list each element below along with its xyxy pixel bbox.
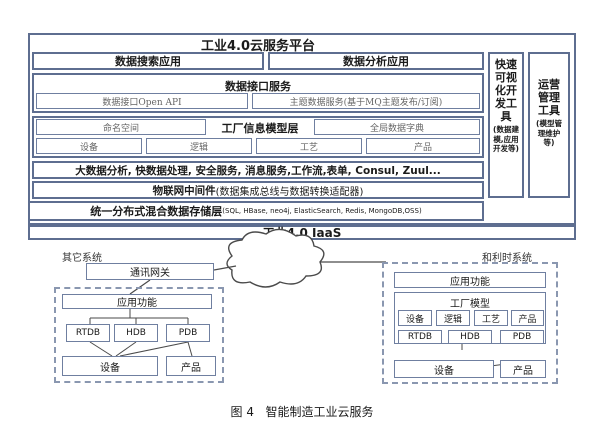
storage-layer-bar: 统一分布式混合数据存储层(SQL, HBase, neo4j, ElasticS…: [28, 201, 484, 221]
left-pdb-box: PDB: [166, 324, 210, 342]
data-interface-title: 数据接口服务: [225, 80, 291, 93]
left-app-function-box: 应用功能: [62, 294, 212, 309]
data-analysis-app: 数据分析应用: [268, 52, 484, 70]
left-equipment-box: 设备: [62, 356, 158, 376]
ops-management-tools-column: 运营管理工具 (模型管理维护等): [528, 52, 570, 198]
ops-tools-title: 运营管理工具: [538, 78, 560, 117]
ops-tools-note: (模型管理维护等): [536, 119, 562, 147]
figure-caption: 图 4 智能制造工业云服务: [230, 405, 374, 419]
data-search-app: 数据搜索应用: [32, 52, 264, 70]
left-rtdb-box: RTDB: [66, 324, 110, 342]
storage-layer-detail: (SQL, HBase, neo4j, ElasticSearch, Redis…: [222, 207, 422, 215]
right-rtdb-box: RTDB: [398, 330, 442, 344]
naming-space-box: 命名空间: [36, 119, 206, 135]
logic-box: 逻辑: [146, 138, 252, 154]
global-dictionary-box: 全局数据字典: [314, 119, 480, 135]
left-hdb-box: HDB: [114, 324, 158, 342]
rapid-dev-tools-column: 快速可视化开发工具 (数据建模,应用开发等): [488, 52, 524, 198]
iot-middleware-title: 物联网中间件: [152, 184, 216, 197]
factory-model-layer-title: 工厂信息模型层: [221, 122, 299, 135]
right-hdb-box: HDB: [448, 330, 492, 344]
storage-layer-title: 统一分布式混合数据存储层: [90, 205, 223, 218]
hollysys-system-frame: [382, 262, 558, 384]
right-factory-model-title: 工厂模型: [450, 299, 490, 310]
iot-middleware-bar: 物联网中间件(数据集成总线与数据转换适配器): [32, 181, 484, 199]
network-cloud-icon: [226, 228, 325, 288]
bigdata-services-bar: 大数据分析, 快数据处理, 安全服务, 消息服务,工作流,表单, Consul,…: [32, 161, 484, 179]
topic-data-service-box: 主题数据服务(基于MQ主题发布/订阅): [252, 93, 480, 109]
right-equipment-box: 设备: [398, 310, 432, 326]
rapid-dev-tools-note: (数据建模,应用开发等): [493, 125, 519, 153]
process-box: 工艺: [256, 138, 362, 154]
left-product-box: 产品: [166, 356, 216, 376]
rapid-dev-tools-title: 快速可视化开发工具: [495, 58, 517, 123]
other-system-label: 其它系统: [62, 253, 102, 264]
other-system-frame: [54, 287, 224, 383]
iot-middleware-detail: (数据集成总线与数据转换适配器): [215, 186, 364, 198]
right-logic-box: 逻辑: [436, 310, 470, 326]
right-app-function-box: 应用功能: [394, 272, 546, 288]
platform-title: 工业4.0云服务平台: [200, 39, 316, 54]
comm-gateway-box: 通讯网关: [86, 263, 214, 280]
right-pdb-box: PDB: [500, 330, 544, 344]
equipment-box: 设备: [36, 138, 142, 154]
right-process-box: 工艺: [474, 310, 508, 326]
open-api-box: 数据接口Open API: [36, 93, 248, 109]
hollysys-system-label: 和利时系统: [482, 253, 532, 264]
product-box: 产品: [366, 138, 480, 154]
right-bottom-equipment-box: 设备: [394, 360, 494, 378]
right-bottom-product-box: 产品: [500, 360, 546, 378]
right-product-box: 产品: [511, 310, 544, 326]
